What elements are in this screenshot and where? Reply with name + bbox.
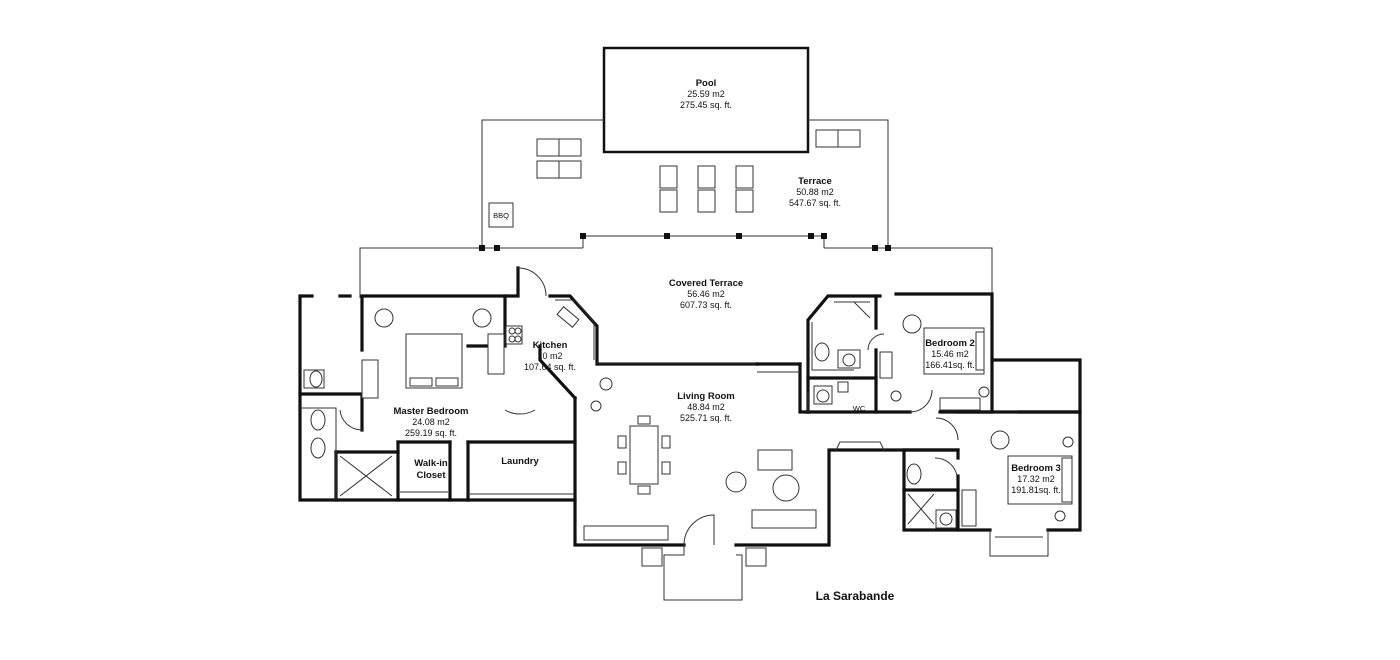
plan-title: La Sarabande [816, 589, 895, 603]
bedroom-3-label: Bedroom 3 [1011, 463, 1061, 474]
living-room-area-m2: 48.84 m2 [687, 402, 725, 412]
bay-windows [468, 371, 1049, 601]
kitchen-area-sqft: 107.64 sq. ft. [524, 362, 576, 372]
bedroom-3-furniture [906, 430, 1074, 529]
walk-in-closet-label-line1: Walk-in [414, 458, 448, 469]
door-swings [339, 267, 959, 546]
bbq-label: BBQ [493, 211, 509, 220]
room-labels: Pool 25.59 m2 275.45 sq. ft. Terrace 50.… [394, 78, 1061, 603]
terrace-label: Terrace [798, 176, 832, 187]
master-bedroom-area-m2: 24.08 m2 [412, 417, 450, 427]
bedroom-2-area-sqft: 166.41sq. ft. [925, 360, 975, 370]
master-bedroom-label: Master Bedroom [394, 406, 469, 417]
pool-area-m2: 25.59 m2 [687, 89, 725, 99]
master-bedroom-furniture [300, 308, 505, 500]
living-room-label: Living Room [677, 391, 735, 402]
bbq-unit [488, 202, 514, 228]
bedroom-2-area-m2: 15.46 m2 [931, 349, 969, 359]
pool-area-sqft: 275.45 sq. ft. [680, 100, 732, 110]
laundry-label: Laundry [501, 456, 539, 467]
living-room-furniture [583, 415, 817, 567]
pool-label: Pool [696, 78, 717, 89]
covered-terrace-area-sqft: 607.73 sq. ft. [680, 300, 732, 310]
kitchen-area-m2: 10 m2 [537, 351, 562, 361]
kitchen-furniture [505, 299, 613, 412]
living-room-area-sqft: 525.71 sq. ft. [680, 413, 732, 423]
bedroom-3-area-m2: 17.32 m2 [1017, 474, 1055, 484]
covered-terrace-area-m2: 56.46 m2 [687, 289, 725, 299]
terrace-furniture [488, 129, 861, 228]
terrace-area-sqft: 547.67 sq. ft. [789, 198, 841, 208]
terrace-area-m2: 50.88 m2 [796, 187, 834, 197]
pool-area [602, 46, 810, 154]
bedroom-2-furniture [811, 301, 990, 411]
bedroom-3-area-sqft: 191.81sq. ft. [1011, 485, 1061, 495]
master-bedroom-area-sqft: 259.19 sq. ft. [405, 428, 457, 438]
wc-label: WC [853, 404, 866, 413]
walk-in-closet-label-line2: Closet [416, 470, 446, 481]
kitchen-label: Kitchen [533, 340, 568, 351]
bedroom-2-label: Bedroom 2 [925, 338, 975, 349]
covered-terrace-label: Covered Terrace [669, 278, 743, 289]
terrace-outline [359, 119, 993, 298]
exterior-walls [298, 266, 1082, 547]
